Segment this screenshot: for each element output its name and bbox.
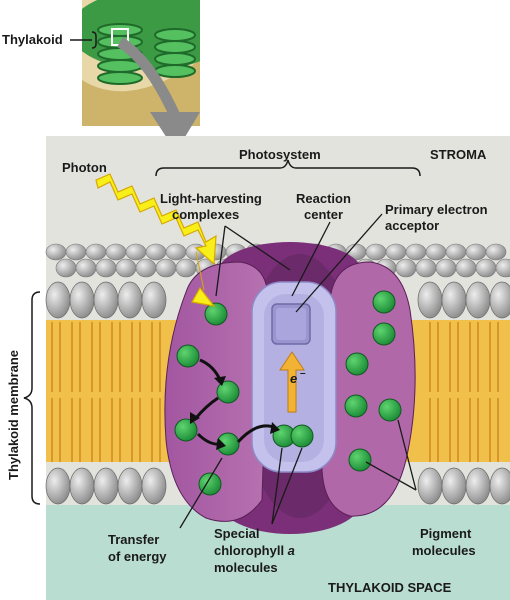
photosystem-brace	[155, 159, 421, 177]
thylakoid-space-label: THYLAKOID SPACE	[328, 580, 452, 595]
thylakoid-bracket	[70, 31, 97, 49]
electron-arrow	[279, 351, 305, 413]
light-harvesting-complex-left	[164, 261, 269, 522]
transfer-label-line1: Transfer	[108, 532, 159, 547]
light-harvesting-label-line2: complexes	[172, 207, 239, 222]
electron-charge: –	[300, 368, 306, 379]
pointer-lines	[179, 213, 417, 529]
photosystem-label: Photosystem	[239, 147, 321, 162]
pigment-label-line1: Pigment	[420, 526, 472, 541]
reaction-center-label-line1: Reaction	[296, 191, 351, 206]
pigment-label-line2: molecules	[412, 543, 476, 558]
electron-label: e	[290, 371, 297, 386]
light-harvesting-label-line1: Light-harvesting	[160, 191, 262, 206]
chlorophyll-molecules	[174, 290, 402, 496]
special-chlorophyll-label-line2: chlorophyll a	[214, 543, 295, 558]
photon-zigzag	[95, 173, 217, 266]
reaction-center-label-line2: center	[304, 207, 343, 222]
membrane-brace	[23, 291, 41, 505]
primary-acceptor-label-line2: acceptor	[385, 218, 439, 233]
special-chlorophyll-label-line1: Special	[214, 526, 260, 541]
thylakoid-label: Thylakoid	[2, 32, 63, 47]
zoom-arrow	[116, 37, 200, 152]
stroma-label: STROMA	[430, 147, 487, 162]
primary-acceptor-label-line1: Primary electron	[385, 202, 488, 217]
photon-label: Photon	[62, 160, 107, 175]
transfer-label-line2: of energy	[108, 549, 167, 564]
light-harvesting-complex-right	[321, 261, 416, 517]
special-chlorophyll-label-line3: molecules	[214, 560, 278, 575]
thylakoid-membrane-label: Thylakoid membrane	[6, 350, 21, 480]
